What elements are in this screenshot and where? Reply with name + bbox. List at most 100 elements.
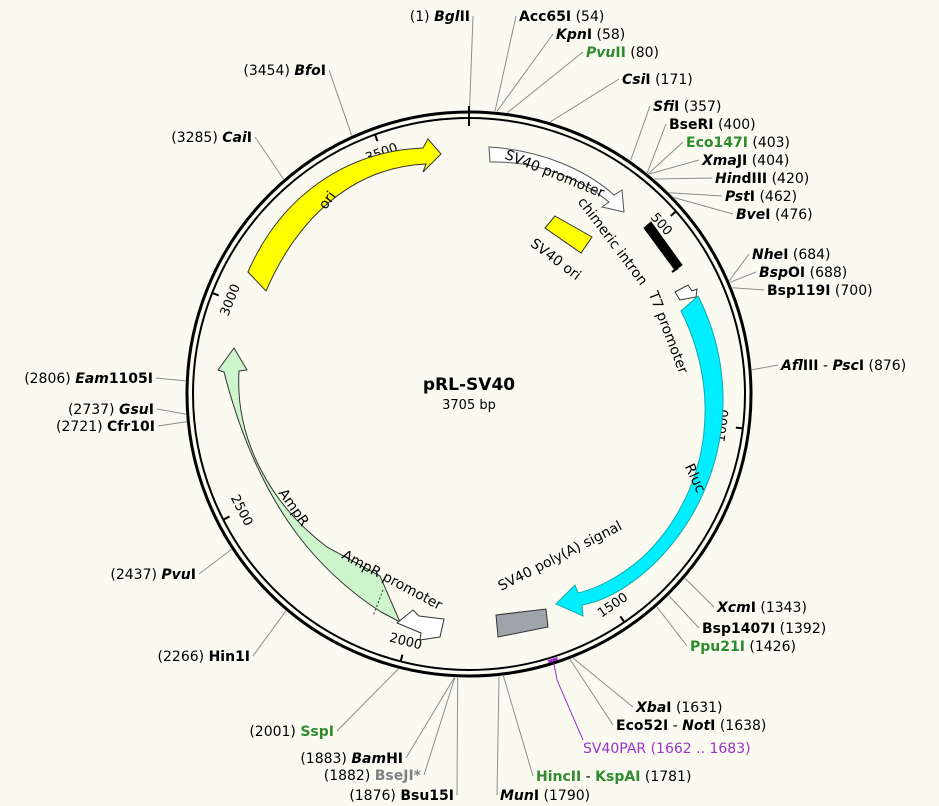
enzyme-label: HincII - KspAI (1781) — [536, 769, 691, 785]
enzyme-leader — [729, 271, 757, 283]
ampr-promoter-boundary — [372, 589, 384, 617]
enzyme-name-italic: Kpn — [556, 27, 587, 43]
enzyme-label: MunI (1790) — [500, 788, 590, 804]
enzyme-name-italic: Bgl — [434, 9, 460, 25]
enzyme-leader — [254, 136, 284, 180]
enzyme-name: BseRI — [669, 117, 714, 133]
enzyme-position: (1426) — [749, 639, 796, 655]
enzyme-leader — [646, 123, 667, 174]
enzyme-leader — [732, 287, 765, 291]
enzyme-name-italic: Pvu — [586, 45, 615, 61]
enzyme-label: Eco147I (403) — [686, 135, 790, 151]
enzyme-name-italic: Hin — [715, 171, 742, 187]
enzyme-label: XbaI (1631) — [635, 700, 723, 716]
primer-arc — [547, 657, 559, 664]
enzyme-name2: I — [859, 358, 864, 374]
enzyme-leader — [674, 197, 734, 215]
enzyme-name: I — [149, 402, 154, 418]
enzyme-leader — [507, 51, 584, 113]
enzyme-name: I — [751, 600, 756, 616]
enzyme-name-italic: Bfo — [294, 63, 321, 79]
enzyme-leader — [198, 549, 232, 575]
enzyme-leader — [728, 253, 750, 281]
enzyme-position: (1) — [410, 9, 430, 25]
enzyme-leader — [157, 421, 187, 427]
enzyme-position: (1781) — [645, 769, 692, 785]
enzyme-position: (400) — [718, 117, 756, 133]
tick-label: 3000 — [218, 282, 244, 318]
primer-range: (1662 .. 1683) — [651, 741, 751, 757]
enzyme-name: OI — [788, 265, 805, 281]
ori-arrow — [247, 138, 442, 292]
enzyme-name: I — [666, 700, 671, 716]
enzyme-leader — [405, 677, 455, 759]
enzyme-name-italic: Cai — [222, 130, 247, 146]
enzyme-label: PvuII (80) — [586, 45, 659, 61]
enzyme-label: PstI (462) — [725, 189, 797, 205]
enzyme-label: (2721) Cfr10I — [56, 419, 155, 435]
enzyme-position: (1882) — [324, 768, 371, 784]
enzyme-name: HI — [386, 751, 403, 767]
enzyme-position: (2001) — [249, 724, 296, 740]
plasmid-backbone — [185, 106, 753, 678]
enzyme-name: Bsu15I — [400, 788, 454, 804]
enzyme-position: (2737) — [68, 402, 115, 418]
enzyme-leader — [494, 15, 517, 112]
enzyme-name: I — [587, 27, 592, 43]
enzyme-name: I — [191, 567, 196, 583]
enzyme-position: (700) — [835, 283, 873, 299]
enzyme-label: Ppu21I (1426) — [690, 639, 796, 655]
enzyme-name-italic: Mun — [500, 788, 534, 804]
enzyme-leader — [496, 676, 500, 796]
enzyme-position: (420) — [772, 171, 810, 187]
enzyme-name-italic: Pst — [725, 189, 751, 205]
enzyme-leader — [423, 677, 456, 776]
enzyme-name-italic: Bsp — [759, 265, 788, 281]
enzyme-position: (462) — [759, 189, 797, 205]
tick-mark — [211, 291, 220, 297]
enzyme-label: (2737) GsuI — [68, 402, 154, 418]
enzyme-position: (357) — [684, 99, 722, 115]
ampr-arrow — [217, 347, 402, 624]
sv40-promoter-arrow — [488, 146, 625, 213]
enzyme-separator: - — [819, 358, 833, 374]
enzyme-leader — [684, 578, 715, 608]
enzyme-leader — [502, 675, 534, 777]
tick-label: 2500 — [227, 492, 255, 528]
enzyme-name-italic: Sfi — [653, 99, 675, 115]
enzyme-position: (1392) — [780, 621, 827, 637]
tick-mark — [222, 515, 230, 521]
enzyme-name: I — [534, 788, 539, 804]
leader-lines — [155, 15, 779, 796]
enzyme-label: BveI (476) — [736, 207, 813, 223]
intron-end-tick — [671, 267, 679, 273]
enzyme-name: I — [783, 247, 788, 263]
enzyme-label: CsiI (171) — [622, 72, 693, 88]
enzyme-leader — [648, 159, 700, 175]
enzyme-name: I — [247, 130, 252, 146]
map-center: pRL-SV40 3705 bp — [423, 375, 515, 413]
enzyme-leader — [496, 33, 554, 112]
enzyme-leader — [456, 677, 459, 796]
enzyme-name: II — [460, 9, 470, 25]
enzyme-label: Eco52I - NotI (1638) — [616, 718, 766, 734]
enzyme-name: Ppu21I — [690, 639, 745, 655]
t7-promoter-label: T7 promoter — [644, 288, 691, 376]
enzyme-label: (1883) BamHI — [300, 751, 403, 767]
enzyme-name: I — [674, 99, 679, 115]
enzyme-name: Bsp119I — [767, 283, 830, 299]
enzyme-position: (688) — [810, 265, 848, 281]
enzyme-name: HincII — [536, 769, 581, 785]
enzyme-position: (2721) — [56, 419, 103, 435]
enzyme-name: BseJI* — [375, 768, 422, 784]
enzyme-leader — [647, 141, 684, 175]
enzyme-label: (2266) Hin1I — [158, 649, 250, 665]
enzyme-leader — [336, 668, 399, 732]
enzyme-name: Acc65I — [519, 9, 571, 25]
enzyme-label: (3285) CaiI — [171, 130, 252, 146]
enzyme-label: AflIII - PscI (876) — [780, 358, 906, 374]
enzyme-name-italic: Pvu — [161, 567, 190, 583]
enzyme-label: (2001) SspI — [249, 724, 334, 740]
